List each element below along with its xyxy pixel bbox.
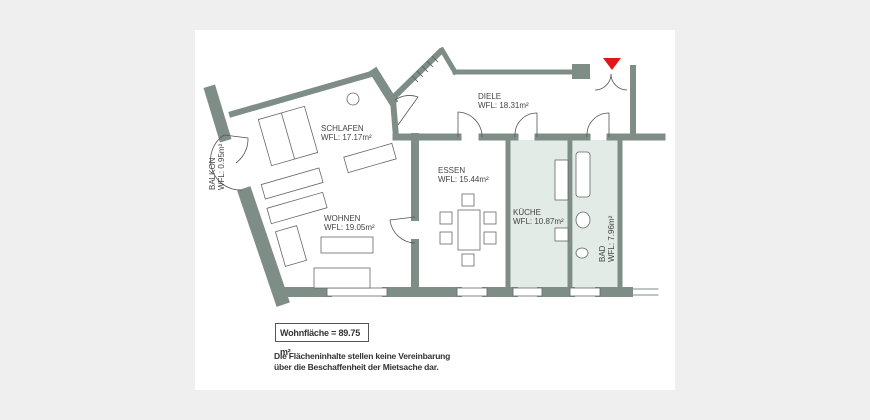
room-name: ESSEN [438,166,466,175]
room-area: WFL: 17.17m² [321,133,372,142]
room-area: WFL: 10.87m² [513,217,564,226]
wall-column [572,64,590,79]
room-name: DIELE [478,92,502,101]
room-area: WFL: 19.05m² [324,223,375,232]
room-name: WOHNEN [324,214,361,223]
disclaimer-line-1: Die Flächeninhalte stellen keine Vereinb… [274,351,451,361]
room-area: WFL: 7.96m² [607,215,616,262]
disclaimer-line-2: über die Beschaffenheit der Mietsache da… [274,362,439,372]
room-area: WFL: 15.44m² [438,175,489,184]
door-swings [210,73,628,244]
room-name: KÜCHE [513,208,542,217]
entrance-marker-icon [603,58,621,70]
room-name: SCHLAFEN [321,124,364,133]
windows [326,287,601,297]
room-area: WFL: 0.95m² [217,143,226,190]
furniture [257,92,591,289]
walls [203,46,666,307]
room-name: BALKON [208,157,217,190]
room-name: BAD [598,245,607,262]
room-area: WFL: 18.31m² [478,101,529,110]
total-area-box: Wohnfläche = 89.75 m² [275,323,369,357]
stair-hatch [411,55,439,83]
